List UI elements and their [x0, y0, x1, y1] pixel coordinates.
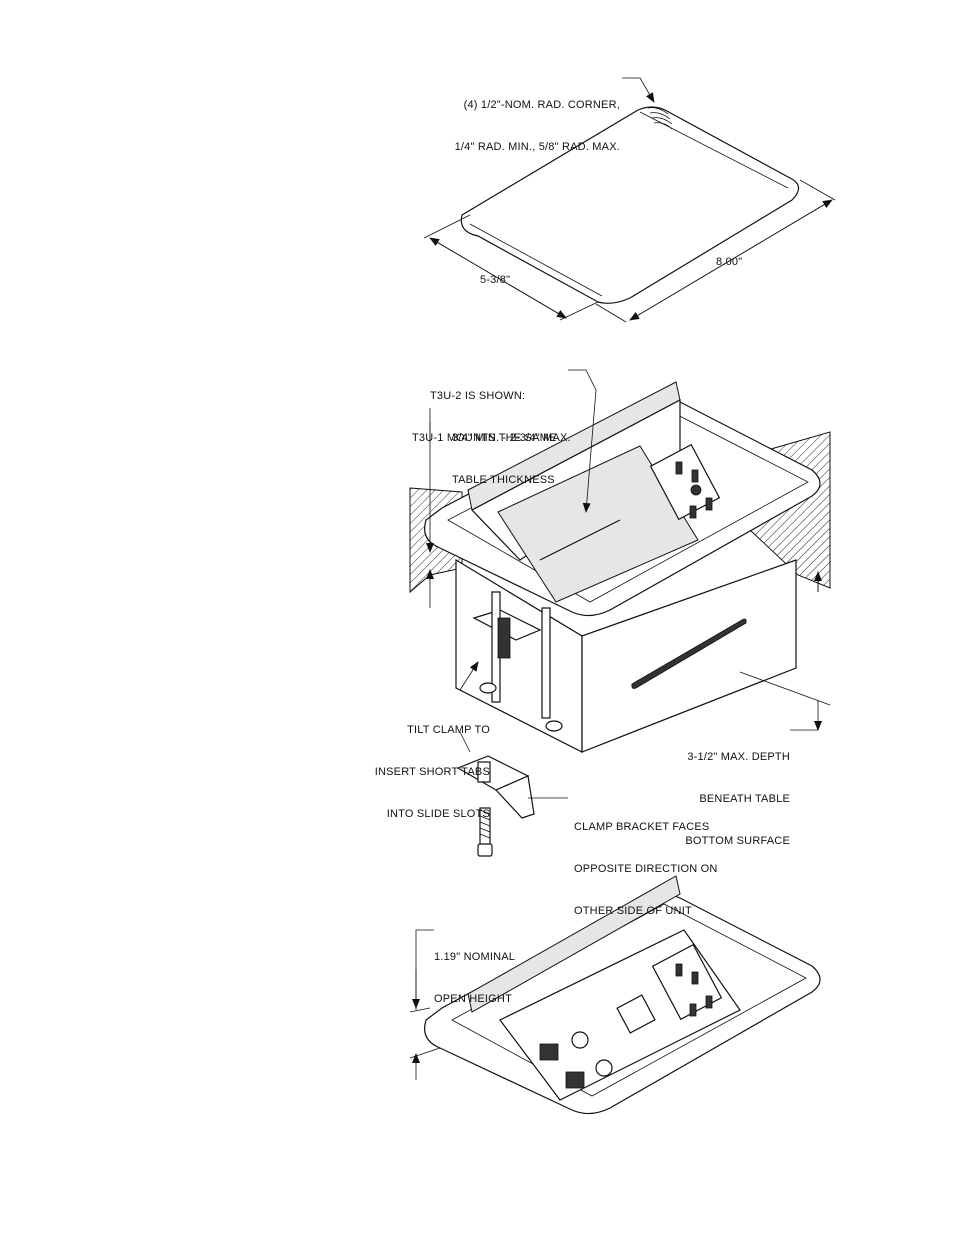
outlet-group	[649, 443, 721, 521]
tilt-clamp-note: TILT CLAMP TO INSERT SHORT TABS INTO SLI…	[360, 695, 490, 835]
open-connectors	[539, 994, 656, 1089]
open-outlet-group	[651, 943, 723, 1021]
cutout-outline	[460, 106, 800, 304]
model-note-line-2: T3U-1 MOUNTS THE SAME	[412, 432, 557, 444]
divider-bar	[539, 519, 621, 561]
mounted-unit-figure	[409, 369, 831, 753]
open-height-line-2: OPEN HEIGHT	[434, 993, 512, 1005]
model-note: T3U-2 IS SHOWN: T3U-1 MOUNTS THE SAME	[412, 361, 557, 459]
table-thickness-note: 3/4" MIN. - 2-3/4" MAX. TABLE THICKNESS	[452, 403, 571, 501]
tilt-clamp-mounted	[472, 591, 563, 732]
clamp-bracket-line-3: OTHER SIDE OF UNIT	[574, 905, 692, 917]
clamp-bracket-detail	[456, 731, 568, 857]
open-unit-figure	[409, 875, 821, 1115]
tilt-clamp-line-3: INTO SLIDE SLOTS	[386, 808, 490, 820]
open-lid-panel	[467, 875, 681, 1013]
length-dimension: 8.00"	[716, 256, 743, 268]
module-plate	[497, 445, 699, 603]
open-height-note: 1.19" NOMINAL OPEN HEIGHT	[434, 922, 515, 1020]
table-thickness-line-2: TABLE THICKNESS	[452, 474, 555, 486]
clamp-bracket-note: CLAMP BRACKET FACES OPPOSITE DIRECTION O…	[574, 792, 718, 932]
corner-radius-hatch	[647, 107, 673, 130]
corner-radius-line-1: (4) 1/2"-NOM. RAD. CORNER,	[463, 99, 620, 111]
corner-radius-line-2: 1/4" RAD. MIN., 5/8" RAD. MAX.	[454, 141, 620, 153]
model-note-line-1: T3U-2 IS SHOWN:	[430, 390, 526, 402]
tilt-clamp-line-2: INSERT SHORT TABS	[374, 766, 490, 778]
clamp-bracket-line-2: OPPOSITE DIRECTION ON	[574, 863, 718, 875]
width-dimension: 5-3/8"	[480, 274, 511, 286]
max-depth-note: 3-1/2" MAX. DEPTH BENEATH TABLE BOTTOM S…	[660, 722, 790, 862]
side-slot	[631, 618, 747, 689]
cutout-figure	[423, 77, 836, 323]
tilt-clamp-line-1: TILT CLAMP TO	[407, 724, 490, 736]
max-depth-line-1: 3-1/2" MAX. DEPTH	[687, 751, 790, 763]
open-height-line-1: 1.19" NOMINAL	[434, 951, 516, 963]
cutout-inner	[469, 111, 789, 297]
max-depth-line-2: BENEATH TABLE	[699, 793, 790, 805]
corner-radius-note: (4) 1/2"-NOM. RAD. CORNER, 1/4" RAD. MIN…	[420, 70, 620, 168]
table-thickness-line-1: 3/4" MIN. - 2-3/4" MAX.	[452, 432, 571, 444]
max-depth-line-3: BOTTOM SURFACE	[685, 835, 790, 847]
clamp-bracket-line-1: CLAMP BRACKET FACES	[574, 821, 710, 833]
